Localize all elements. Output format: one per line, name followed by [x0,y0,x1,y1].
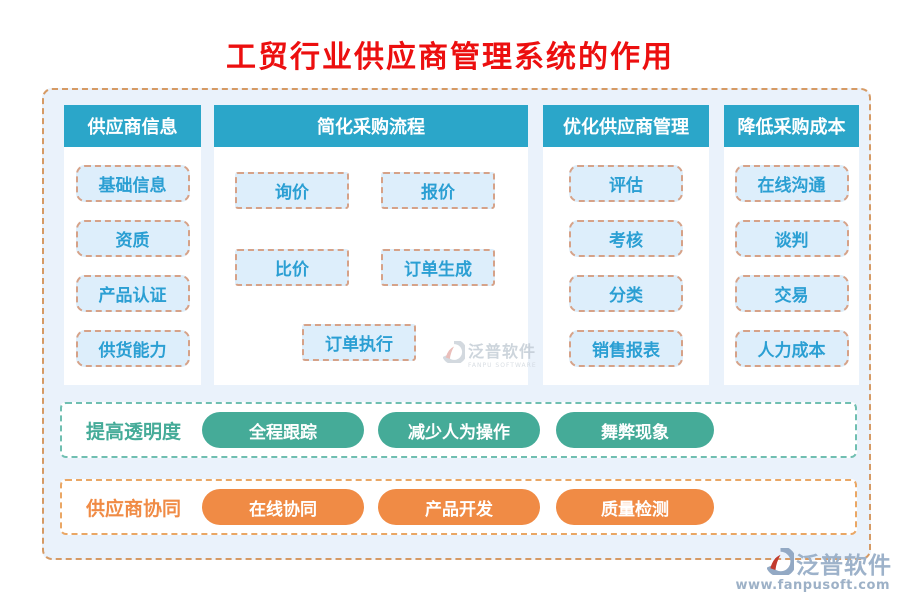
item-price-comparison: 比价 [235,249,349,286]
item-transaction: 交易 [734,275,849,312]
item-quotation: 报价 [381,172,495,209]
item-supply-capacity: 供货能力 [75,330,190,367]
simplify-procurement-body: 询价 报价 比价 订单生成 订单执行 [214,147,528,385]
item-basic-info: 基础信息 [75,165,190,202]
pill-quality-inspection: 质量检测 [556,489,714,525]
page-title: 工贸行业供应商管理系统的作用 [226,40,674,75]
column-optimize-supplier-mgmt: 优化供应商管理 评估 考核 分类 销售报表 [543,105,709,385]
optimize-supplier-mgmt-header: 优化供应商管理 [543,105,709,147]
row-supplier-collaboration: 供应商协同 在线协同 产品开发 质量检测 [60,479,857,535]
pill-product-development: 产品开发 [378,489,540,525]
supplier-info-body: 基础信息 资质 产品认证 供货能力 [64,147,201,385]
supplier-info-header: 供应商信息 [64,105,201,147]
pill-reduce-manual-operation: 减少人为操作 [378,412,540,448]
supplier-collaboration-label: 供应商协同 [86,497,182,520]
pill-online-collaboration: 在线协同 [202,489,364,525]
watermark-subtext: FANPU SOFTWARE [468,362,537,369]
item-online-communication: 在线沟通 [734,165,849,202]
watermark-name: 泛普软件 [468,342,537,361]
simplify-procurement-header: 简化采购流程 [214,105,528,147]
center-watermark: 泛普软件 FANPU SOFTWARE [442,338,537,369]
column-supplier-info: 供应商信息 基础信息 资质 产品认证 供货能力 [64,105,201,385]
reduce-cost-body: 在线沟通 谈判 交易 人力成本 [724,147,859,385]
fanpu-logo-icon [442,338,467,367]
pill-full-tracking: 全程跟踪 [202,412,364,448]
pill-fraud-phenomenon: 舞弊现象 [556,412,714,448]
item-evaluation: 评估 [569,165,683,202]
fanpu-logo-icon [766,545,797,579]
item-inquiry: 询价 [235,172,349,209]
item-order-execution: 订单执行 [302,324,416,361]
item-classification: 分类 [569,275,683,312]
optimize-supplier-mgmt-body: 评估 考核 分类 销售报表 [543,147,709,385]
item-negotiation: 谈判 [734,220,849,257]
item-order-generation: 订单生成 [381,249,495,286]
item-qualification: 资质 [75,220,190,257]
diagram-container: 供应商信息 基础信息 资质 产品认证 供货能力 简化采购流程 询价 报价 比价 … [42,88,871,560]
brand-name: 泛普软件 [796,553,892,579]
row-transparency: 提高透明度 全程跟踪 减少人为操作 舞弊现象 [60,402,857,458]
item-labor-cost: 人力成本 [734,330,849,367]
transparency-label: 提高透明度 [86,420,182,443]
column-reduce-cost: 降低采购成本 在线沟通 谈判 交易 人力成本 [724,105,859,385]
reduce-cost-header: 降低采购成本 [724,105,859,147]
brand-footer: 泛普软件 www.fanpusoft.com [735,545,892,593]
brand-url: www.fanpusoft.com [735,578,890,593]
item-product-certification: 产品认证 [75,275,190,312]
column-simplify-procurement: 简化采购流程 询价 报价 比价 订单生成 订单执行 [214,105,528,385]
item-assessment: 考核 [569,220,683,257]
item-sales-report: 销售报表 [569,330,683,367]
